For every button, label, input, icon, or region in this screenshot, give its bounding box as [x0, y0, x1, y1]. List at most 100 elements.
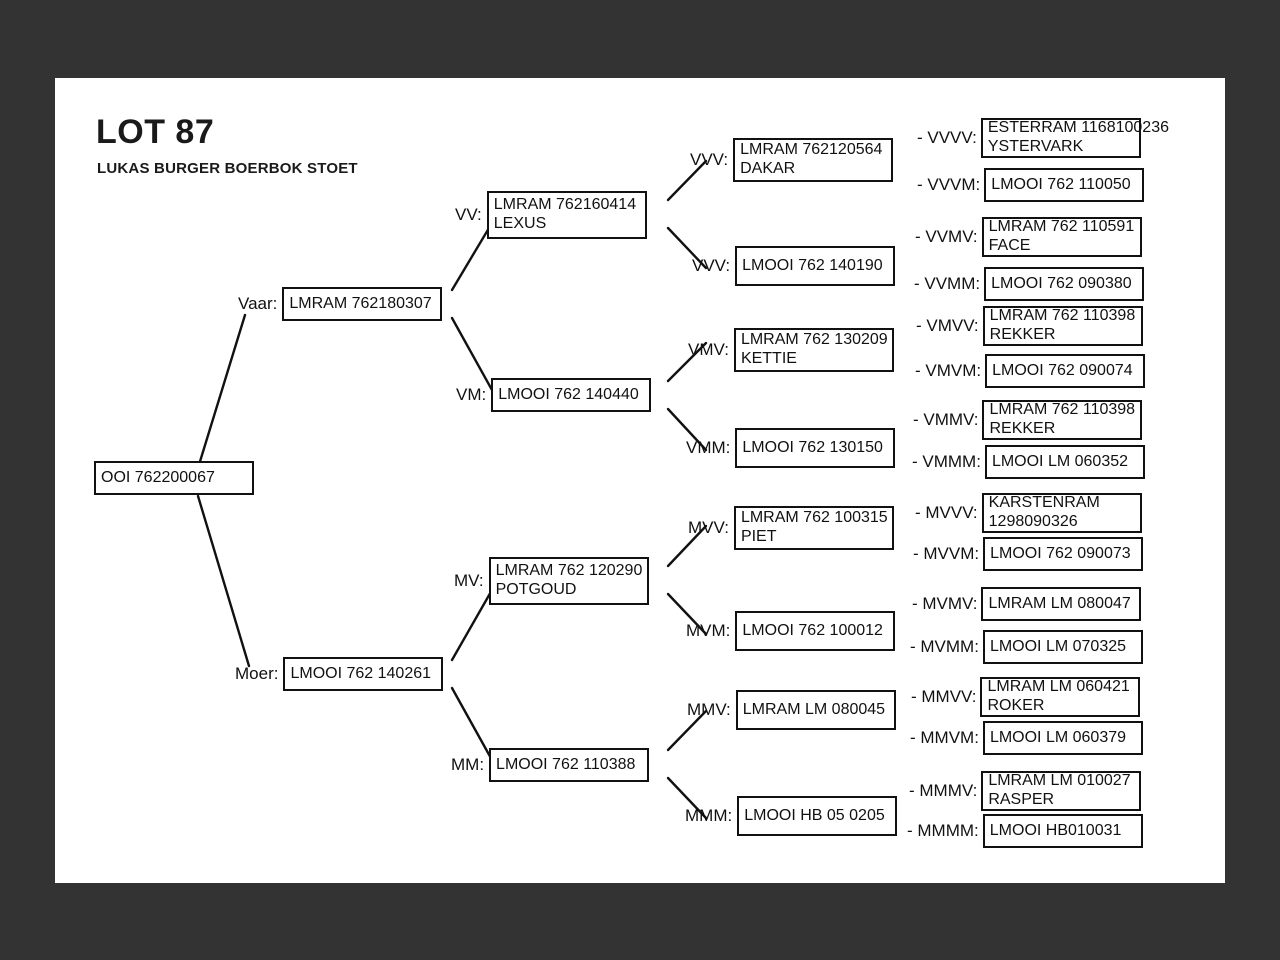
node-box: LMOOI 762 130150 [735, 428, 896, 468]
node-tag: - MVMM: [910, 636, 979, 656]
node-line-1: LMRAM LM 060421 [987, 678, 1130, 696]
node-line-1: LMOOI LM 060379 [989, 728, 1127, 746]
node-tag: - VVVV: [917, 127, 977, 147]
node-line-1: OOI 762200067 [101, 468, 215, 486]
pedigree-node-mm[interactable]: MM: LMOOI 762 110388 [451, 748, 650, 782]
pedigree-node-vmm[interactable]: VMM: LMOOI 762 130150 [686, 428, 896, 468]
node-line-2: ROKER [987, 697, 1045, 714]
pedigree-node-vvm[interactable]: VVV: LMOOI 762 140190 [692, 246, 896, 286]
pedigree-node-vmmv[interactable]: - VMMV: LMRAM 762 110398 REKKER [913, 400, 1143, 440]
node-tag: - VMMV: [913, 409, 979, 429]
node-line-1: LMOOI LM 060352 [991, 452, 1129, 470]
node-line-2: FACE [988, 237, 1031, 254]
node-box: LMOOI 762 140190 [735, 246, 896, 286]
node-line-2: YSTERVARK [987, 138, 1084, 155]
pedigree-node-vvmm[interactable]: - VVMM: LMOOI 762 090380 [914, 267, 1145, 301]
node-tag: - MVVM: [913, 543, 980, 563]
node-line-2: RASPER [988, 791, 1055, 808]
node-tag: - MMVM: [910, 727, 979, 747]
node-line-2: 1298090326 [988, 513, 1078, 530]
pedigree-node-mmmm[interactable]: - MMMM: LMOOI HB010031 [907, 814, 1143, 848]
node-line-1: LMOOI 762 090073 [990, 544, 1131, 562]
pedigree-node-mmmv[interactable]: - MMMV: LMRAM LM 010027 RASPER [909, 771, 1142, 811]
slide-page: LOT 87 LUKAS BURGER BOERBOK STOET [55, 78, 1225, 883]
node-line-1: LMRAM 762 100315 [740, 509, 888, 527]
pedigree-node-sire[interactable]: Vaar: LMRAM 762180307 [238, 287, 443, 321]
pedigree-node-vmv[interactable]: VMV: LMRAM 762 130209 KETTIE [688, 328, 894, 372]
node-line-1: LMRAM 762 110398 [989, 307, 1136, 325]
node-tag: - VVVM: [917, 174, 981, 194]
node-tag: - VMMM: [912, 451, 981, 471]
node-box: LMOOI 762 140440 [491, 378, 652, 412]
node-line-1: KARSTENRAM [988, 494, 1100, 512]
node-line-2: REKKER [989, 326, 1056, 343]
node-tag: VMV: [688, 339, 729, 359]
node-tag: - MVVV: [915, 502, 978, 522]
pedigree-node-dam[interactable]: Moer: LMOOI 762 140261 [235, 657, 444, 691]
pedigree-node-vm[interactable]: VM: LMOOI 762 140440 [456, 378, 652, 412]
node-tag: MMM: [685, 805, 733, 825]
node-box: LMOOI 762 100012 [735, 611, 896, 651]
page-subtitle: LUKAS BURGER BOERBOK STOET [97, 160, 358, 177]
node-box: LMOOI 762 090380 [984, 267, 1145, 301]
pedigree-node-mvmm[interactable]: - MVMM: LMOOI LM 070325 [910, 630, 1143, 664]
pedigree-node-mvm[interactable]: MVM: LMOOI 762 100012 [686, 611, 896, 651]
node-box: ESTERRAM 1168100236 YSTERVARK [980, 118, 1169, 158]
pedigree-node-vmmm[interactable]: - VMMM: LMOOI LM 060352 [912, 445, 1145, 479]
node-tag: VV: [455, 204, 482, 224]
node-box: LMOOI LM 070325 [982, 630, 1143, 664]
page-title: LOT 87 [96, 113, 215, 151]
pedigree-node-mv[interactable]: MV: LMRAM 762 120290 POTGOUD [454, 557, 649, 605]
node-line-1: LMRAM 762 110591 [988, 218, 1135, 236]
pedigree-node-mvvv[interactable]: - MVVV: KARSTENRAM 1298090326 [915, 493, 1142, 533]
pedigree-node-mmvm[interactable]: - MMVM: LMOOI LM 060379 [910, 721, 1143, 755]
node-box: LMOOI 762 140261 [283, 657, 444, 691]
node-tag: VVV: [690, 149, 729, 169]
pedigree-node-vmvv[interactable]: - VMVV: LMRAM 762 110398 REKKER [916, 306, 1143, 346]
node-tag: MV: [454, 570, 484, 590]
node-line-1: LMRAM 762 110398 [989, 401, 1136, 419]
node-line-1: LMRAM LM 080045 [742, 700, 886, 718]
node-line-2: DAKAR [740, 160, 796, 177]
pedigree-node-mvv[interactable]: MVV: LMRAM 762 100315 PIET [688, 506, 894, 550]
node-tag: VVV: [692, 255, 731, 275]
node-line-1: LMOOI LM 070325 [989, 637, 1127, 655]
pedigree-node-mmm[interactable]: MMM: LMOOI HB 05 0205 [685, 796, 898, 836]
node-line-1: LMRAM 762 130209 [740, 331, 888, 349]
node-line-2: LEXUS [493, 215, 547, 232]
node-tag: MM: [451, 754, 485, 774]
node-tag: - VVMV: [915, 226, 978, 246]
pedigree-node-vvv[interactable]: VVV: LMRAM 762120564 DAKAR [690, 138, 894, 182]
node-tag: MMV: [687, 699, 731, 719]
node-line-1: LMOOI HB010031 [989, 821, 1122, 839]
pedigree-node-mmv[interactable]: MMV: LMRAM LM 080045 [687, 690, 896, 730]
node-line-1: LMOOI 762 100012 [742, 621, 883, 639]
node-tag: VM: [456, 384, 487, 404]
pedigree-node-mvmv[interactable]: - MVMV: LMRAM LM 080047 [912, 587, 1142, 621]
node-box: LMRAM 762160414 LEXUS [486, 191, 647, 239]
node-box: LMRAM LM 010027 RASPER [981, 771, 1142, 811]
pedigree-node-vmvm[interactable]: - VMVM: LMOOI 762 090074 [915, 354, 1146, 388]
pedigree-node-mvvm[interactable]: - MVVM: LMOOI 762 090073 [913, 537, 1144, 571]
node-tag: - VVMM: [914, 273, 981, 293]
node-box: OOI 762200067 [94, 461, 254, 495]
pedigree-node-vvvv[interactable]: - VVVV: ESTERRAM 1168100236 YSTERVARK [917, 118, 1169, 158]
node-box: LMOOI HB 05 0205 [737, 796, 898, 836]
node-box: LMRAM LM 060421 ROKER [980, 677, 1141, 717]
pedigree-node-vv[interactable]: VV: LMRAM 762160414 LEXUS [455, 191, 647, 239]
node-line-1: ESTERRAM 1168100236 [987, 119, 1169, 137]
node-line-1: LMOOI 762 110388 [496, 755, 636, 773]
pedigree-node-mmvv[interactable]: - MMVV: LMRAM LM 060421 ROKER [911, 677, 1141, 717]
node-tag: - MMMV: [909, 780, 978, 800]
node-box: LMOOI LM 060379 [982, 721, 1143, 755]
pedigree-node-root[interactable]: OOI 762200067 [94, 461, 254, 495]
node-box: LMRAM 762 110591 FACE [981, 217, 1142, 257]
pedigree-node-vvvm[interactable]: - VVVM: LMOOI 762 110050 [917, 168, 1145, 202]
pedigree-node-vvmv[interactable]: - VVMV: LMRAM 762 110591 FACE [915, 217, 1142, 257]
node-box: LMRAM 762 120290 POTGOUD [488, 557, 649, 605]
node-line-1: LMOOI 762 090380 [991, 274, 1132, 292]
node-box: LMRAM 762 110398 REKKER [982, 400, 1143, 440]
node-box: LMOOI 762 090073 [983, 537, 1144, 571]
node-line-2: KETTIE [740, 350, 797, 367]
